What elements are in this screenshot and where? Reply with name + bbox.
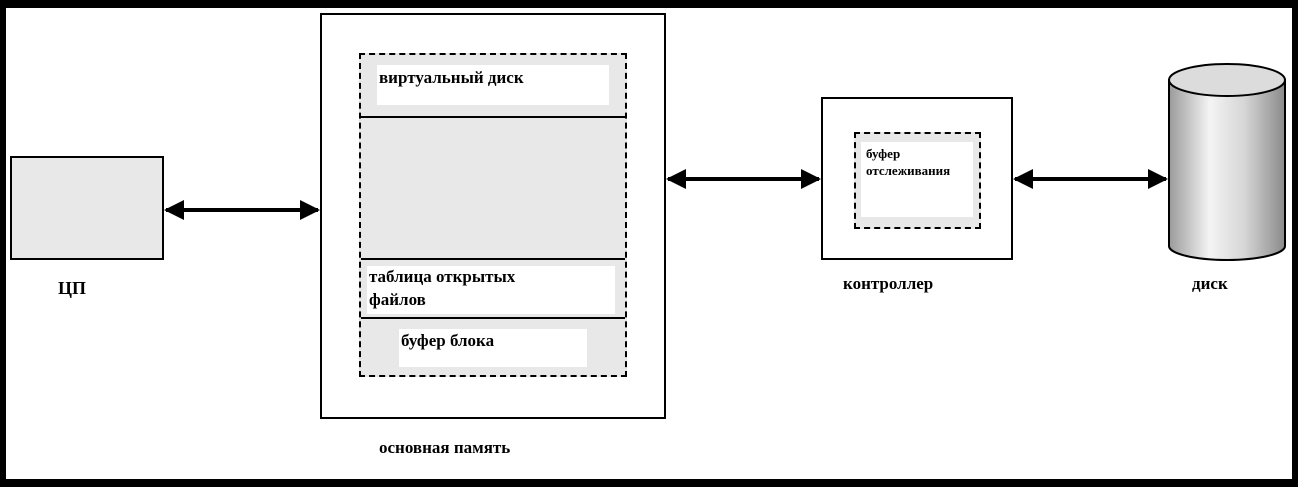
cpu-box xyxy=(10,156,164,260)
disk-cylinder-icon xyxy=(1168,63,1286,261)
separator-virtual-disk xyxy=(361,116,625,118)
cpu-label: ЦП xyxy=(58,278,87,298)
track-buffer-label-line2: отслеживания xyxy=(866,163,951,178)
virtual-disk-panel xyxy=(377,65,609,105)
diagram-graphics xyxy=(164,63,1286,261)
disk-label: диск xyxy=(1192,274,1228,293)
separator-open-file-table xyxy=(361,258,625,260)
open-file-table-label-line2: файлов xyxy=(369,290,426,309)
separator-block-buffer xyxy=(361,317,625,319)
memory-regions-group: виртуальный диск таблица открытых файлов… xyxy=(359,53,627,377)
controller-label: контроллер xyxy=(843,274,934,293)
track-buffer-box: буфер отслеживания xyxy=(854,132,981,229)
track-buffer-label-line1: буфер xyxy=(866,146,901,161)
open-file-table-panel xyxy=(367,266,615,314)
track-buffer-panel xyxy=(861,142,973,217)
open-file-table-label-line1: таблица открытых xyxy=(369,267,516,286)
block-buffer-panel xyxy=(399,329,587,367)
diagram-canvas: ЦП виртуальный диск таблица открытых фай… xyxy=(6,8,1292,479)
virtual-disk-label: виртуальный диск xyxy=(379,68,524,87)
main-memory-label: основная память xyxy=(379,438,511,457)
block-buffer-label: буфер блока xyxy=(401,331,495,350)
